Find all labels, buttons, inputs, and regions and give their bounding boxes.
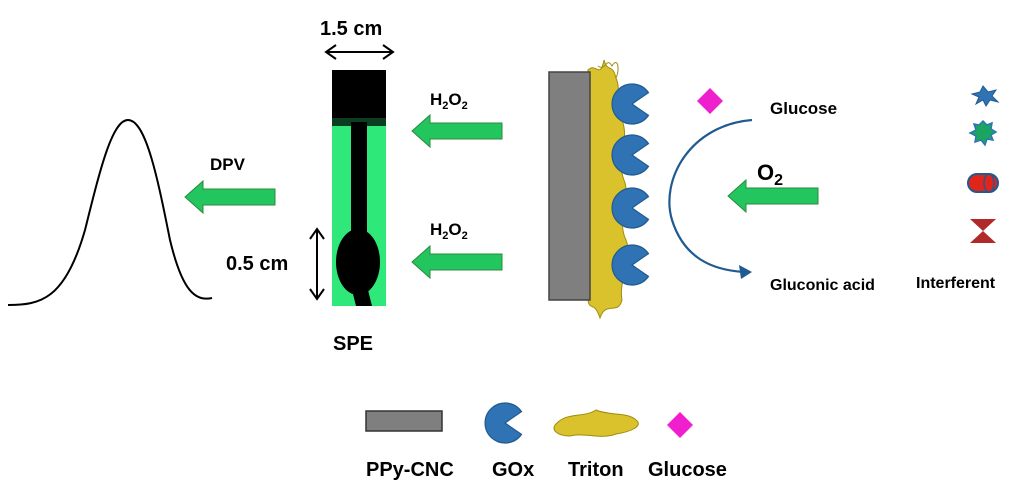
h2o2-label-bottom: H2O2 [430, 220, 468, 242]
reaction-curve-arrow [668, 118, 753, 279]
dpv-peak-curve [7, 118, 213, 306]
interferent-capsule-icon [967, 173, 999, 193]
dpv-arrow [184, 180, 276, 214]
legend-ppy-cnc-label: PPy-CNC [366, 459, 454, 481]
dpv-label: DPV [210, 155, 245, 174]
h2o2-label-top: H2O2 [430, 90, 468, 112]
interferent-hourglass-icon [970, 219, 996, 243]
o2-label: O2 [757, 160, 784, 189]
gluconic-acid-label: Gluconic acid [770, 277, 875, 294]
ppy-cnc-electrode [548, 71, 591, 301]
width-dimension-label: 1.5 cm [320, 18, 383, 40]
width-dimension-arrow [324, 44, 395, 60]
legend-glucose-icon [667, 412, 693, 438]
glucose-molecule [697, 88, 723, 114]
legend-ppy-cnc-icon [365, 410, 443, 432]
spe-electrode-strip [332, 70, 386, 306]
legend-triton-label: Triton [568, 459, 624, 481]
interferent-star-icon [970, 85, 1000, 107]
interferent-spiky-icon [968, 119, 998, 147]
legend-gox-icon [484, 402, 523, 444]
spe-label: SPE [333, 333, 374, 355]
h2o2-arrow-bottom [411, 245, 503, 279]
legend-triton-icon [553, 409, 639, 437]
glucose-label: Glucose [770, 99, 838, 118]
legend-gox-label: GOx [492, 459, 535, 481]
legend-glucose-label: Glucose [648, 459, 727, 481]
interferent-label: Interferent [916, 275, 996, 292]
h2o2-arrow-top [411, 114, 503, 148]
height-dimension-arrow [309, 227, 325, 301]
height-dimension-label: 0.5 cm [226, 253, 289, 275]
